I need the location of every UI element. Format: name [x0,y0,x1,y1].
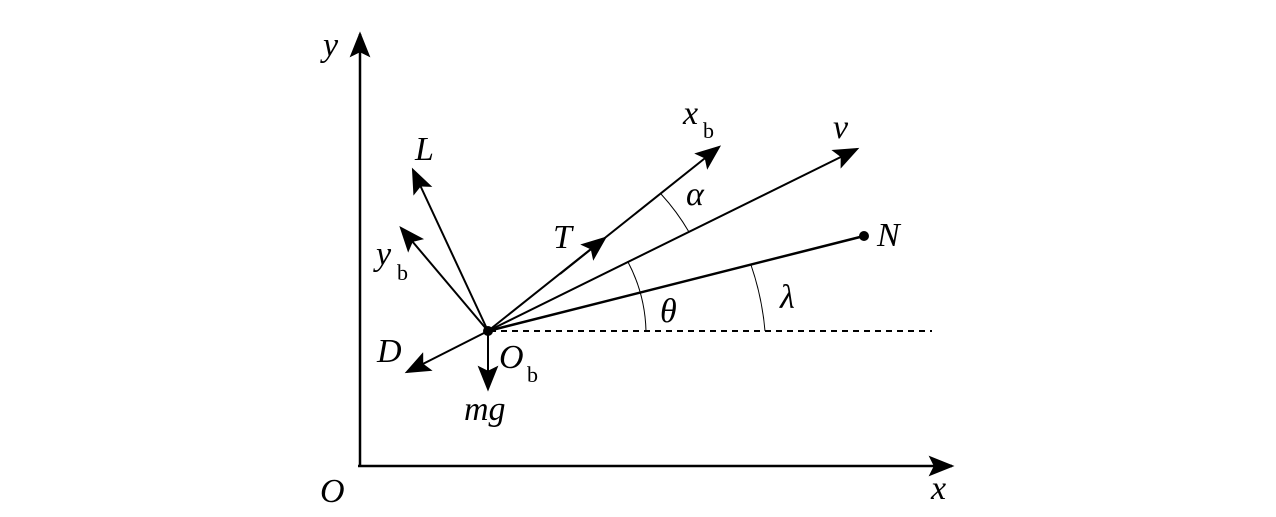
origin-label: O [320,473,345,510]
body-origin-label: O b [499,339,538,387]
body-origin-label-main: O [499,339,524,376]
xb-label: x b [682,95,714,143]
gravity-label: mg [464,391,506,428]
drag-label: D [376,333,402,370]
alpha-angle-arc [660,193,690,233]
yb-label-subscript: b [397,260,408,285]
yb-label: y b [373,236,408,285]
lift-label: L [414,131,434,168]
yb-label-main: y [373,236,392,273]
theta-label: θ [660,293,677,330]
target-point-N [859,231,869,241]
x-axis-label: x [930,470,946,507]
lambda-label: λ [779,279,795,316]
xb-label-subscript: b [703,118,714,143]
line-of-sight-to-N [487,234,865,333]
body-origin-point [483,326,493,336]
velocity-label: v [833,109,849,146]
body-origin-label-subscript: b [527,362,538,387]
lambda-angle-arc [750,264,766,332]
xb-label-main: x [682,95,698,132]
thrust-arrowhead [559,236,608,275]
drag-vector [404,330,489,374]
velocity-vector [487,147,860,332]
theta-angle-arc [627,261,647,332]
yb-axis-vector [399,226,489,332]
y-axis-label: y [320,27,339,64]
alpha-label: α [686,176,705,213]
thrust-label: T [553,219,574,256]
target-label: N [876,217,902,254]
lift-vector [411,167,489,332]
